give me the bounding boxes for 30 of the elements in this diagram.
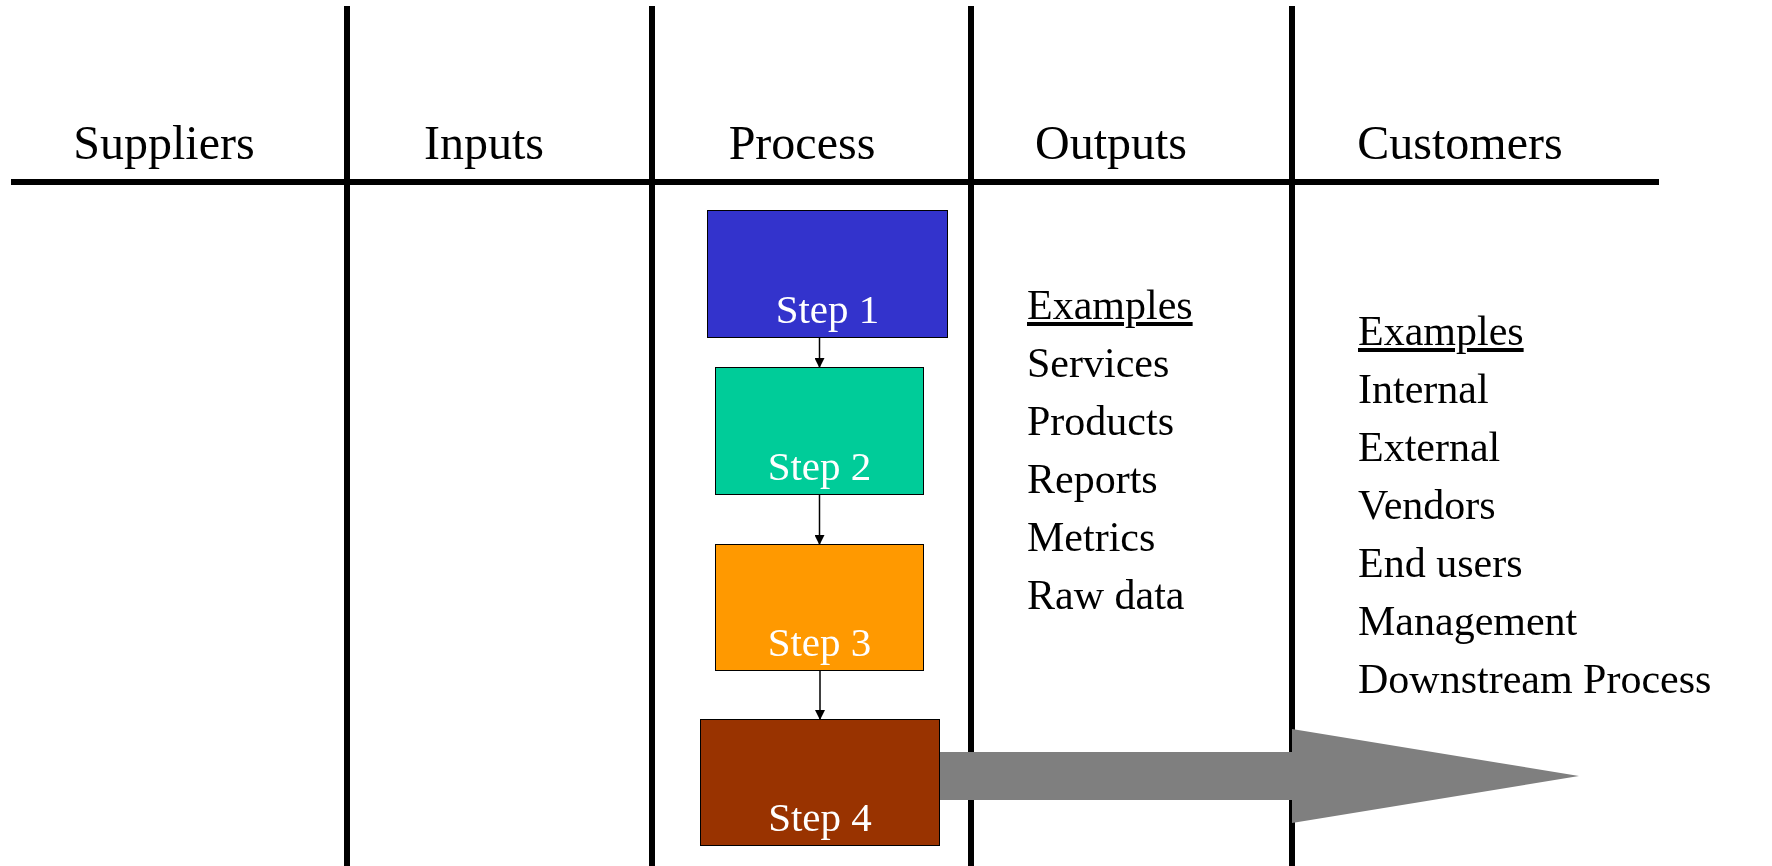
process-step-box — [715, 544, 924, 671]
arrow — [814, 494, 825, 545]
process-step-box — [707, 210, 948, 338]
column-header: Outputs — [1035, 119, 1187, 167]
list-item: Services — [1027, 342, 1170, 384]
list-item: Metrics — [1027, 516, 1156, 558]
list-item: Downstream Process — [1358, 658, 1712, 700]
column-header: Customers — [1357, 119, 1563, 167]
list-item: Internal — [1358, 368, 1489, 410]
process-step-box — [700, 719, 940, 846]
step-label: Step 4 — [768, 793, 872, 841]
arrow — [815, 670, 825, 720]
list-item: External — [1358, 426, 1501, 468]
list-item: Reports — [1027, 458, 1158, 500]
column-header: Inputs — [424, 119, 544, 167]
step-label: Step 1 — [775, 285, 880, 333]
column-header: Process — [728, 119, 876, 167]
list-heading: Examples — [1027, 284, 1193, 326]
list-item: Products — [1027, 400, 1174, 442]
block-arrow — [940, 729, 1579, 823]
list-item: Management — [1358, 600, 1578, 642]
list-heading: Examples — [1358, 310, 1524, 352]
process-step-box — [715, 367, 924, 495]
list-item: End users — [1358, 542, 1523, 584]
list-item: Raw data — [1027, 574, 1185, 616]
arrow — [814, 337, 825, 368]
step-label: Step 2 — [767, 442, 872, 490]
column-header: Suppliers — [73, 119, 255, 167]
step-label: Step 3 — [767, 618, 872, 666]
list-item: Vendors — [1358, 484, 1496, 526]
